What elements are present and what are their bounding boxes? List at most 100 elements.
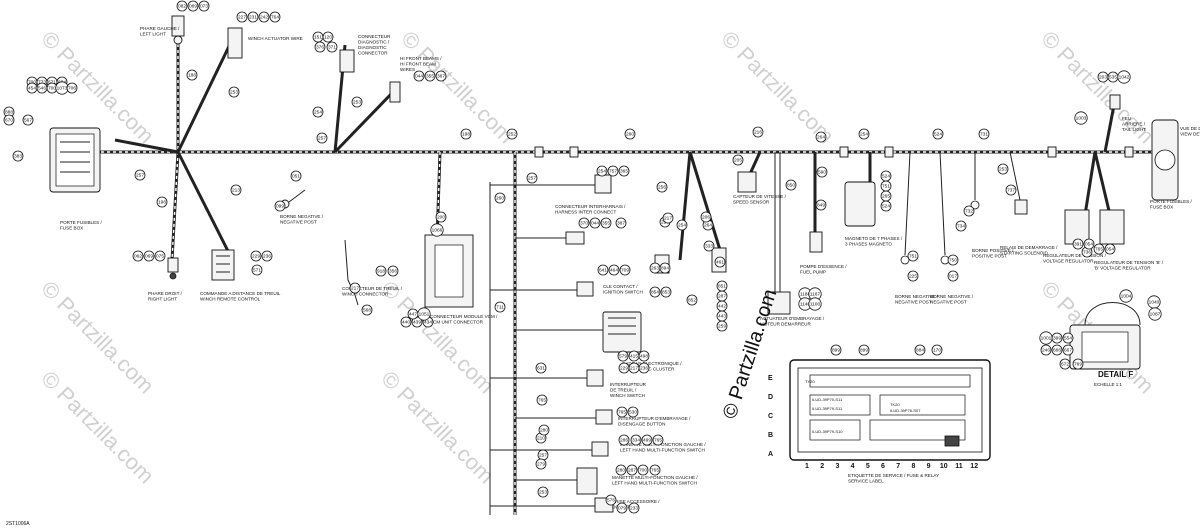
callout: 750	[947, 254, 959, 266]
callout: 265	[880, 190, 892, 202]
callout-bubble	[375, 265, 387, 277]
callout-bubble	[615, 464, 627, 476]
winch-switch	[586, 369, 604, 387]
callout: 079	[616, 502, 628, 514]
callout-bubble	[186, 69, 198, 81]
callout-bubble	[997, 163, 1009, 175]
callout: 1066	[430, 223, 444, 237]
callout: 257	[316, 132, 328, 144]
callout: 734	[955, 220, 967, 232]
callout-number: 079	[618, 506, 626, 512]
callout: 229	[250, 250, 262, 262]
callout-number: 765	[1095, 247, 1103, 253]
callout-number: 576	[607, 498, 615, 504]
starting-solenoid	[1014, 199, 1028, 215]
callout-bubble	[3, 114, 15, 126]
callout-number: 365	[620, 169, 628, 175]
callout: 765	[536, 394, 548, 406]
callout: 461	[714, 256, 726, 268]
callout-bubble	[649, 464, 661, 476]
label-diag-conn: CONNECTOR	[358, 51, 388, 56]
callout-number: 706	[68, 86, 76, 92]
label-neg-post-a: NEGATIVE POST	[280, 220, 317, 225]
label-fusebox-bottom: SERVICE LABEL	[848, 479, 884, 484]
callout-bubble	[714, 256, 726, 268]
label-rear-left: VUE DE DETAIL /	[1180, 126, 1200, 131]
callout-number: 852	[688, 298, 696, 304]
callout: 253	[537, 486, 549, 498]
callout-number: 670	[5, 118, 13, 124]
callout-number: 259	[718, 324, 726, 330]
winch-actuator-connector	[227, 27, 243, 59]
callout-bubble	[816, 166, 828, 178]
callout-bubble	[1062, 344, 1074, 356]
callout: 765	[649, 464, 661, 476]
callout: 260	[494, 192, 506, 204]
fusebox-text: TK20	[890, 402, 900, 407]
label-fuse-box: FUSE BOX	[60, 226, 83, 231]
callout-number: 253	[230, 90, 238, 96]
label-starter-relay: STARTING SOLENOID	[1000, 251, 1048, 256]
callout-number: 062	[134, 254, 142, 260]
fuel-pump	[809, 231, 823, 253]
callout-number: 440	[402, 320, 410, 326]
fusebox-text: ILUD-39P76-S07	[890, 408, 921, 413]
callout-number: 1140	[800, 302, 811, 308]
label-start-switch: DISENGAGE BUTTON	[618, 422, 665, 427]
disengage-button	[595, 409, 613, 425]
callout: 524	[932, 128, 944, 140]
callout-number: 287	[718, 294, 726, 300]
callout: 399	[1051, 332, 1063, 344]
callout-number: 884	[916, 348, 924, 354]
callout-number: 355	[602, 221, 610, 227]
callout-bubble	[1083, 238, 1095, 250]
callout-bubble	[656, 181, 668, 193]
callout: 443	[716, 310, 728, 322]
callout-number: 700	[48, 86, 56, 92]
callout: 246	[1040, 344, 1052, 356]
callout: 229	[618, 362, 630, 374]
callout-number: 731	[980, 132, 988, 138]
callout-number: 120	[324, 35, 332, 41]
callout-number: 1188	[800, 292, 811, 298]
label-rear-light: ARRIERE /	[1122, 122, 1146, 127]
label-winch-switch: DE TREUIL /	[610, 388, 637, 393]
fuse-col-number: 1	[805, 463, 809, 470]
callout-number: 257	[539, 453, 547, 459]
callout-number: 280	[617, 468, 625, 474]
callout-bubble	[12, 150, 24, 162]
callout: 447	[407, 308, 419, 320]
callout-bubble	[880, 200, 892, 212]
callout: 1003	[1074, 111, 1088, 125]
label-diag-conn: DIAGNOSTIC /	[358, 40, 390, 45]
callout-number: 899	[832, 348, 840, 354]
callout-bubble	[600, 217, 612, 229]
callout: 203	[1097, 71, 1109, 83]
callout: 287	[716, 290, 728, 302]
callout: 236	[638, 362, 650, 374]
label-winch-switch: INTERRUPTEUR	[610, 382, 647, 387]
label-hi-beam: WIRES	[400, 67, 415, 72]
label-magneto: 3 PHASES MAGNETO	[845, 242, 892, 247]
callout: 260	[624, 128, 636, 140]
callout-bubble	[1117, 70, 1131, 84]
callout-number: 464	[610, 268, 618, 274]
callout-number: 641	[599, 268, 607, 274]
callout-number: 667	[1064, 348, 1072, 354]
callout-number: 399	[1053, 336, 1061, 342]
callout-bubble	[815, 131, 827, 143]
callout-bubble	[535, 362, 547, 374]
callout-number: 737	[1007, 188, 1015, 194]
callout-number: 198	[462, 132, 470, 138]
magneto-connector	[844, 181, 876, 227]
callout-bubble	[638, 362, 650, 374]
callout: 227	[236, 11, 248, 23]
callout: 1087	[1148, 307, 1162, 321]
left-light	[171, 15, 185, 45]
fuse-col-number: 11	[955, 463, 963, 470]
callout-bubble	[261, 250, 273, 262]
callout-bubble	[1040, 344, 1052, 356]
callout: 764	[269, 11, 281, 23]
callout-bubble	[430, 223, 444, 237]
